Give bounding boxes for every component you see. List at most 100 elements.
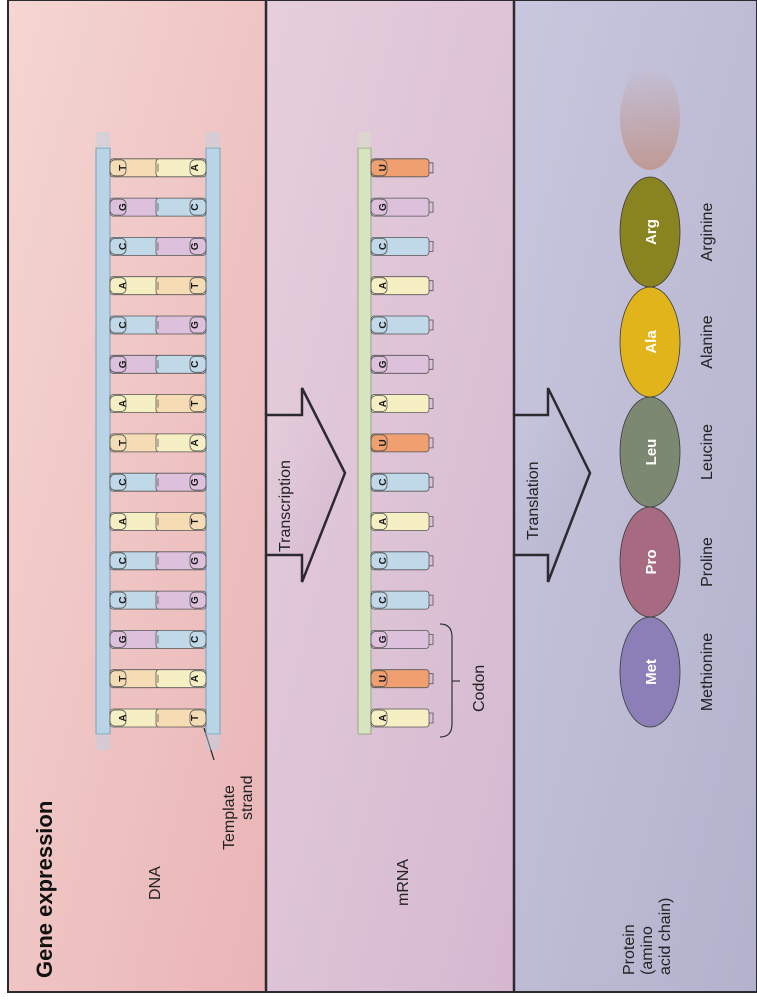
dna-template-base-cap	[189, 159, 207, 177]
amino-acid-name: Leucine	[699, 424, 716, 480]
dna-template-base-letter: A	[190, 164, 201, 171]
mrna-base-end	[429, 634, 434, 645]
mrna-base-letter: U	[378, 675, 389, 682]
mrna-base-cap	[370, 198, 388, 216]
mrna-base-cap	[370, 355, 388, 373]
dna-template-base-letter: C	[190, 361, 201, 368]
mrna-base-end	[429, 201, 434, 213]
dna-template-base-cap	[189, 316, 207, 334]
dna-coding-base-letter: C	[118, 479, 129, 486]
mrna-base-cap	[370, 631, 388, 648]
dna-coding-base-cap	[109, 709, 127, 727]
transcription-label: Transcription	[277, 460, 294, 552]
mrna-base-end	[429, 241, 434, 252]
mrna-base-end	[429, 358, 434, 370]
dna-coding-base-cap	[109, 316, 127, 334]
mrna-base-end	[429, 594, 434, 606]
mrna-base-cap	[370, 591, 388, 609]
mrna-base-end	[429, 673, 434, 685]
mrna-base-letter: C	[378, 596, 389, 603]
mrna-base-letter: C	[378, 479, 389, 486]
dna-coding-base-letter: T	[118, 440, 129, 446]
mrna-base-letter: C	[378, 243, 389, 250]
dna-coding-base-letter: C	[118, 321, 129, 328]
dna-template-backbone	[205, 147, 221, 735]
mrna-base-letter: A	[378, 714, 389, 721]
dna-coding-backbone-fade-bottom	[96, 734, 110, 750]
mrna-base-cap	[370, 237, 388, 255]
dna-coding-base-letter: T	[118, 676, 129, 682]
dna-template-base-cap	[189, 670, 207, 688]
dna-coding-base-letter: T	[118, 165, 129, 171]
protein-label-line3: acid chain)	[657, 898, 674, 975]
mrna-base-cap	[370, 473, 388, 491]
dna-template-base-letter: A	[190, 675, 201, 682]
dna-template-base-letter: C	[190, 636, 201, 643]
mrna-base-letter: G	[378, 360, 389, 368]
mrna-base-letter: G	[378, 203, 389, 211]
mrna-base-letter: A	[378, 282, 389, 289]
mrna-backbone-fade-top	[358, 132, 371, 148]
mrna-base-cap	[370, 159, 388, 177]
dna-coding-base-cap	[109, 237, 127, 255]
mrna-base-end	[429, 280, 434, 292]
dna-template-base-letter: G	[190, 557, 201, 565]
protein-label-line2: (amino	[639, 926, 656, 975]
dna-coding-base-cap	[109, 670, 127, 688]
template-strand-label: Template strand	[221, 776, 256, 850]
dna-coding-backbone-fade-top	[96, 132, 110, 148]
mrna-base-end	[429, 555, 434, 567]
dna-coding-base-cap	[109, 277, 127, 295]
amino-acid-name: Methionine	[699, 633, 716, 711]
translation-arrow	[512, 387, 592, 583]
amino-acid-abbr: Pro	[643, 549, 660, 574]
dna-template-base-letter: T	[190, 715, 201, 721]
dna-template-base-cap	[189, 591, 207, 609]
dna-coding-base-letter: G	[118, 635, 129, 643]
dna-template-base-cap	[189, 237, 207, 255]
dna-coding-base-cap	[109, 552, 127, 570]
amino-acid-bead	[619, 176, 681, 288]
dna-template-base-cap	[189, 631, 207, 648]
dna-template-backbone-fade-top	[206, 132, 220, 148]
dna-template-base-letter: A	[190, 439, 201, 446]
dna-coding-base-letter: G	[118, 203, 129, 211]
mrna-base-letter: U	[378, 439, 389, 446]
mrna-base-cap	[370, 709, 388, 727]
mrna-base-letter: C	[378, 321, 389, 328]
dna-coding-base-cap	[109, 473, 127, 491]
dna-template-base-cap	[189, 434, 207, 452]
mrna-base-cap	[370, 434, 388, 452]
mrna-base-end	[429, 437, 434, 449]
mrna-base-end	[429, 162, 434, 174]
dna-label: DNA	[147, 866, 164, 900]
dna-template-base-cap	[189, 198, 207, 216]
amino-acid-name: Arginine	[699, 203, 716, 262]
dna-coding-base-cap	[109, 631, 127, 648]
dna-coding-base-cap	[109, 198, 127, 216]
dna-template-backbone-fade-bottom	[206, 734, 220, 750]
amino-acid-name: Proline	[699, 537, 716, 587]
mrna-base-cap	[370, 316, 388, 334]
mrna-base-end	[429, 398, 434, 409]
dna-template-base-cap	[189, 395, 207, 413]
dna-coding-base-letter: A	[118, 714, 129, 721]
amino-acid-abbr: Arg	[643, 219, 660, 245]
dna-template-base-letter: T	[190, 283, 201, 289]
amino-acid-name: Alanine	[699, 315, 716, 368]
mrna-base-cap	[370, 670, 388, 688]
figure-border	[7, 0, 757, 993]
dna-template-base-letter: G	[190, 478, 201, 486]
transcription-arrow	[264, 387, 347, 583]
mrna-base-letter: U	[378, 164, 389, 171]
dna-coding-base-cap	[109, 434, 127, 452]
dna-coding-base-letter: C	[118, 557, 129, 564]
dna-coding-base-letter: A	[118, 282, 129, 289]
dna-coding-base-letter: A	[118, 518, 129, 525]
